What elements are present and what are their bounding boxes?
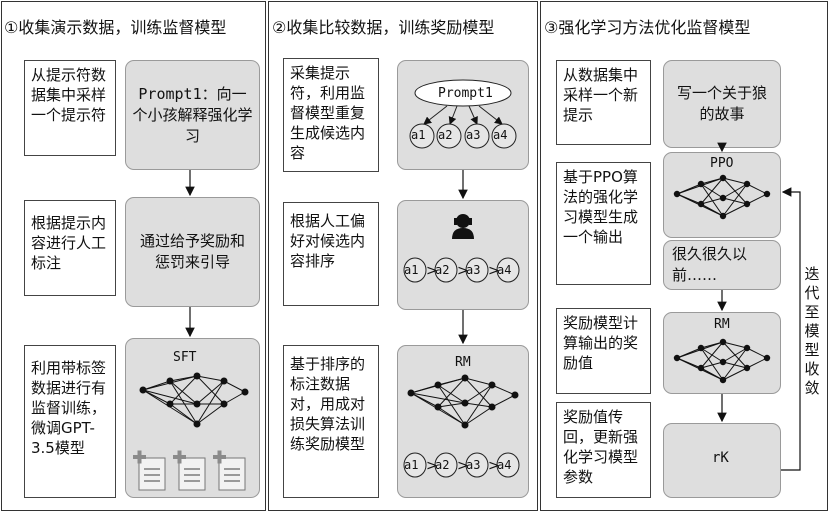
document-plus-icon-2 (173, 450, 206, 491)
svg-text:>: > (426, 263, 438, 279)
candidate-a1: a1 (411, 128, 426, 142)
candidate-a2: a2 (438, 128, 453, 142)
svg-text:>: > (426, 458, 438, 474)
panel-3-title: ③强化学习方法优化监督模型 (544, 18, 751, 37)
panel-1-note-3: 利用带标签数据进行有监督训练，微调GPT-3.5模型 (24, 345, 116, 498)
panel-2-title: ②收集比较数据，训练奖励模型 (272, 18, 495, 37)
panel-1-title: ①收集演示数据，训练监督模型 (4, 18, 227, 37)
panel-3-note-3: 奖励模型计算输出的奖励值 (556, 308, 651, 394)
svg-text:>: > (488, 263, 500, 279)
panel-3-note-2: 基于PPO算法的强化学习模型生成一个输出 (556, 162, 651, 285)
rm-network-panel-3 (673, 338, 771, 384)
panel-1-prompt-box: Prompt1：向一个小孩解释强化学习 (125, 60, 260, 170)
svg-text:>: > (457, 458, 469, 474)
sft-label: SFT (173, 350, 197, 365)
rm-label-panel-2: RM (455, 355, 471, 370)
candidate-a3: a3 (466, 128, 481, 142)
person-icon (452, 214, 474, 239)
ppo-label: PPO (710, 156, 734, 171)
svg-text:>: > (488, 458, 500, 474)
reward-box (663, 423, 781, 498)
ranked-a2: a2 (435, 263, 450, 277)
prompt-label: Prompt1 (438, 86, 493, 101)
panel-2-note-1: 采集提示符，利用监督模型重复生成候选内容 (283, 58, 379, 172)
panel-2-note-3: 基于排序的标注数据对，用成对损失算法训练奖励模型 (283, 345, 379, 498)
panel-2-candidates-box (397, 60, 529, 170)
reward-label: rK (712, 450, 729, 466)
panel-2-note-2: 根据人工偏好对候选内容排序 (283, 202, 379, 306)
output-box: 很久很久以前…… (663, 240, 781, 290)
document-plus-icon-3 (213, 450, 246, 491)
rm-ranked-a3: a3 (466, 458, 481, 472)
ranked-a4: a4 (497, 263, 512, 277)
ranked-a1: a1 (404, 263, 419, 277)
rm-ranked-a1: a1 (404, 458, 419, 472)
panel-1-note-2: 根据提示内容进行人工标注 (24, 200, 116, 296)
panel-3-prompt-box: 写一个关于狼的故事 (663, 60, 781, 148)
ranking-row: > > > (403, 257, 520, 283)
rm-label-panel-3: RM (714, 317, 730, 332)
rm-ranked-a2: a2 (435, 458, 450, 472)
panel-1-note-1: 从提示符数据集中采样一个提示符 (24, 60, 116, 156)
rm-ranked-a4: a4 (497, 458, 512, 472)
loop-label: 迭代至模型收敛 (804, 265, 820, 397)
panel-3-note-4: 奖励值传回，更新强化学习模型参数 (556, 402, 651, 498)
svg-text:>: > (457, 263, 469, 279)
ranked-a3: a3 (466, 263, 481, 277)
ppo-network (673, 174, 771, 220)
document-plus-icon-1 (133, 450, 166, 491)
panel-1-label-box: 通过给予奖励和惩罚来引导 (125, 197, 260, 307)
prompt-tree (409, 79, 517, 149)
panel-3-note-1: 从数据集中采样一个新提示 (556, 60, 651, 145)
sft-network (139, 372, 249, 428)
candidate-a4: a4 (493, 128, 508, 142)
rm-network-panel-2: > > > (403, 374, 520, 478)
